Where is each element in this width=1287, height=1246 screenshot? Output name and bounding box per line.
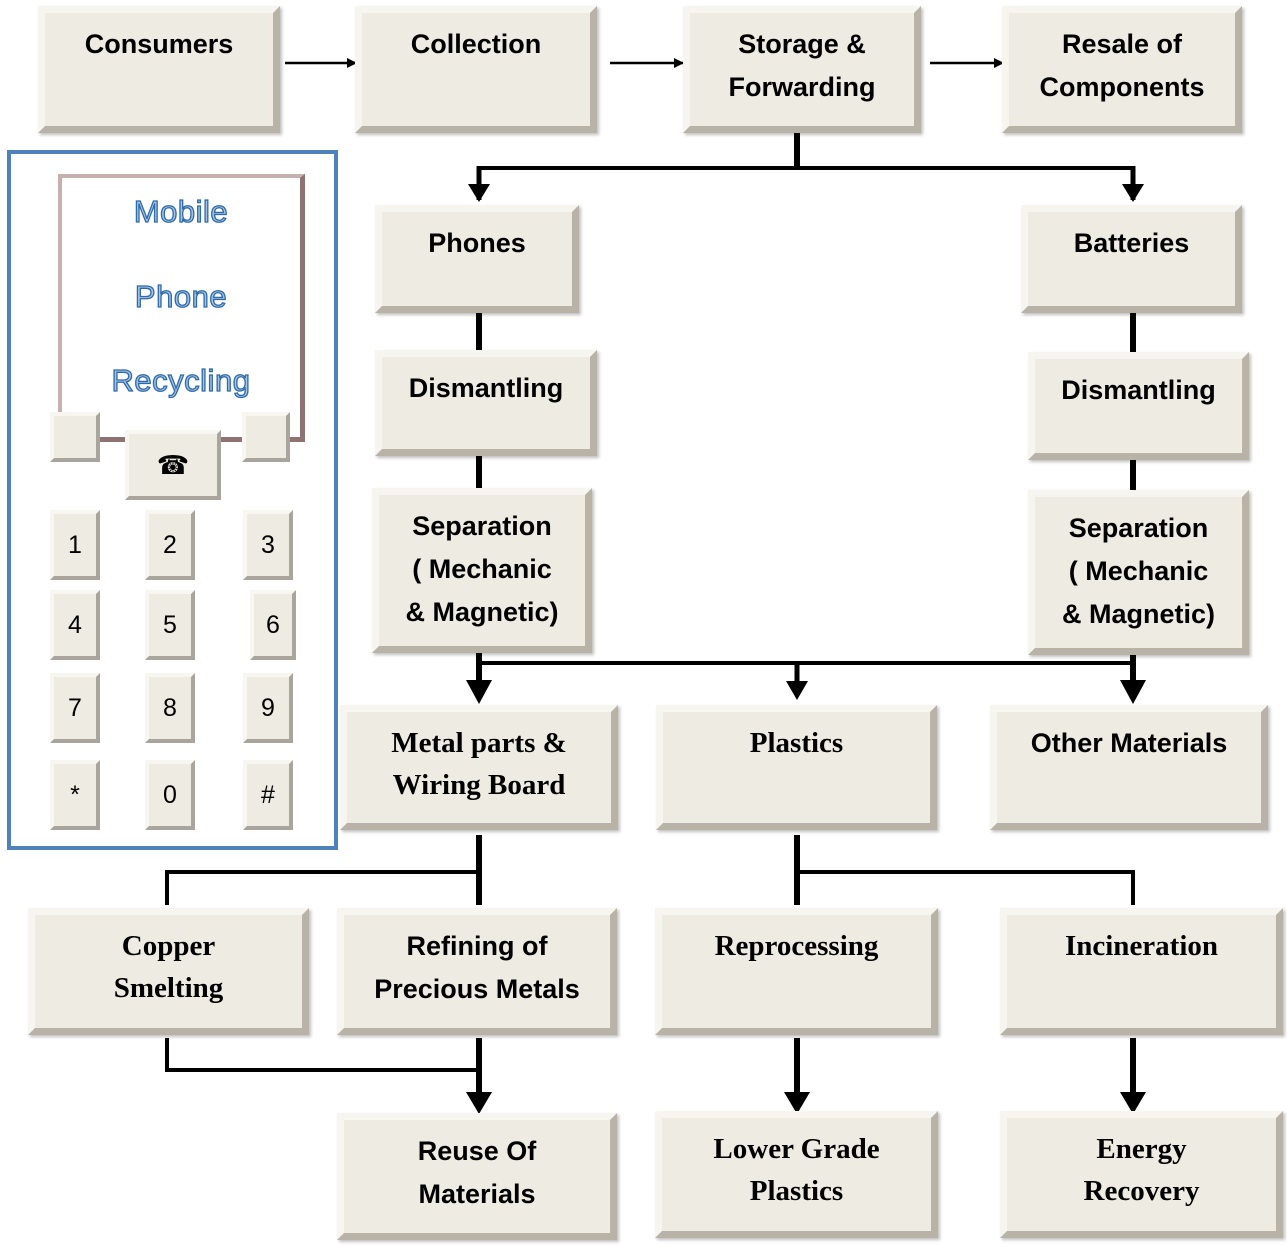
node-copper-smelting: Copper Smelting [28,908,309,1035]
keypad-key-hash: # [243,760,293,830]
node-metal-label-2: Wiring Board [392,769,566,801]
node-reuse-label-2: Materials [418,1179,536,1209]
node-reprocessing-label: Reprocessing [714,930,879,962]
node-metal-label-1: Metal parts & [391,727,567,759]
keypad-key-1: 1 [50,510,100,580]
node-batteries-dismantling-label: Dismantling [1061,375,1216,405]
node-storage-forwarding: Storage & Forwarding [683,6,921,133]
node-energy-recovery: Energy Recovery [1000,1111,1283,1238]
soft-key-left [50,412,100,462]
arrowhead-plastics [786,681,808,700]
screen-text-mobile: Mobile [133,193,229,229]
keypad-key-hash-label: # [261,780,275,809]
node-collection: Collection [355,6,597,133]
keypad-key-2: 2 [145,510,195,580]
node-reprocessing: Reprocessing [655,908,938,1035]
keypad-key-4: 4 [50,590,100,660]
call-key: ☎ [125,430,221,500]
screen-text-phone: Phone [134,278,228,314]
node-phones: Phones [375,205,579,313]
node-copper-label-1: Copper [121,930,216,962]
arrowhead-lower [784,1092,810,1114]
keypad-key-8: 8 [145,673,195,743]
node-phones-separation-label-3: & Magnetic) [405,597,559,627]
keypad-key-9-label: 9 [261,693,275,722]
keypad-key-3: 3 [243,510,293,580]
node-plastics: Plastics [656,705,937,830]
keypad-key-star-label: * [70,780,80,809]
node-storage-label-2: Forwarding [728,72,876,102]
node-consumers: Consumers [38,6,280,133]
node-lower-label-2: Plastics [749,1175,844,1207]
node-storage-label-1: Storage & [738,29,866,59]
node-refining-label-2: Precious Metals [374,974,580,1004]
node-incineration: Incineration [1000,908,1283,1035]
node-collection-label: Collection [410,29,542,59]
screen-text-recycling: Recycling [111,362,251,398]
keypad-key-0: 0 [145,760,195,830]
node-batteries-separation-label-3: & Magnetic) [1061,599,1215,629]
keypad-key-4-label: 4 [68,610,82,639]
keypad-key-5-label: 5 [163,610,177,639]
node-plastics-label: Plastics [749,727,844,759]
keypad-key-6: 6 [250,590,296,660]
mobile-phone-illustration [7,150,338,850]
node-resale-label-2: Components [1039,72,1205,102]
node-refining-precious-metals: Refining of Precious Metals [337,908,617,1035]
phone-screen: Mobile Phone Recycling [58,174,305,442]
node-phones-separation: Separation ( Mechanic & Magnetic) [372,488,592,653]
arrowhead-reuse [466,1092,492,1114]
arrowhead-energy [1120,1092,1146,1114]
keypad-key-star: * [50,760,100,830]
keypad-key-2-label: 2 [163,530,177,559]
node-reuse-materials: Reuse Of Materials [337,1113,617,1240]
arrowhead-phones [468,184,490,202]
node-energy-label-1: Energy [1096,1133,1187,1165]
node-consumers-label: Consumers [84,29,234,59]
node-phones-separation-label-1: Separation [412,511,552,541]
node-copper-label-2: Smelting [113,972,224,1004]
keypad-key-9: 9 [243,673,293,743]
node-batteries-separation-label-1: Separation [1068,513,1209,543]
soft-key-right [242,412,290,462]
node-resale-label-1: Resale of [1061,29,1183,59]
keypad-key-7: 7 [50,673,100,743]
keypad-key-0-label: 0 [163,780,177,809]
node-reuse-label-1: Reuse Of [417,1136,537,1166]
keypad-key-5: 5 [145,590,195,660]
node-other-materials: Other Materials [990,705,1268,830]
node-refining-label-1: Refining of [406,931,548,961]
arrowhead-other [1120,680,1146,704]
node-energy-label-2: Recovery [1083,1175,1200,1207]
node-incineration-label: Incineration [1064,930,1219,962]
node-lower-label-1: Lower Grade [713,1133,880,1165]
keypad-key-6-label: 6 [266,610,280,639]
node-phones-label: Phones [428,228,526,258]
keypad-key-7-label: 7 [68,693,82,722]
arrowhead-metal [466,680,492,704]
keypad-key-8-label: 8 [163,693,177,722]
node-metal-wiring: Metal parts & Wiring Board [340,705,618,830]
node-other-materials-label: Other Materials [1030,728,1228,758]
node-batteries-separation: Separation ( Mechanic & Magnetic) [1028,490,1249,655]
node-phones-separation-label-2: ( Mechanic [412,554,552,584]
copper-to-reuse [165,1038,479,1072]
node-lower-grade-plastics: Lower Grade Plastics [655,1111,938,1238]
telephone-icon: ☎ [156,449,190,480]
node-batteries: Batteries [1021,205,1242,313]
keypad-key-1-label: 1 [68,530,82,559]
arrowhead-batteries [1122,184,1144,202]
node-phones-dismantling-label: Dismantling [408,373,564,403]
node-phones-dismantling: Dismantling [375,350,597,456]
keypad-key-3-label: 3 [261,530,275,559]
node-resale-components: Resale of Components [1002,6,1242,133]
node-batteries-dismantling: Dismantling [1028,352,1249,460]
node-batteries-label: Batteries [1073,228,1190,258]
node-batteries-separation-label-2: ( Mechanic [1068,556,1209,586]
